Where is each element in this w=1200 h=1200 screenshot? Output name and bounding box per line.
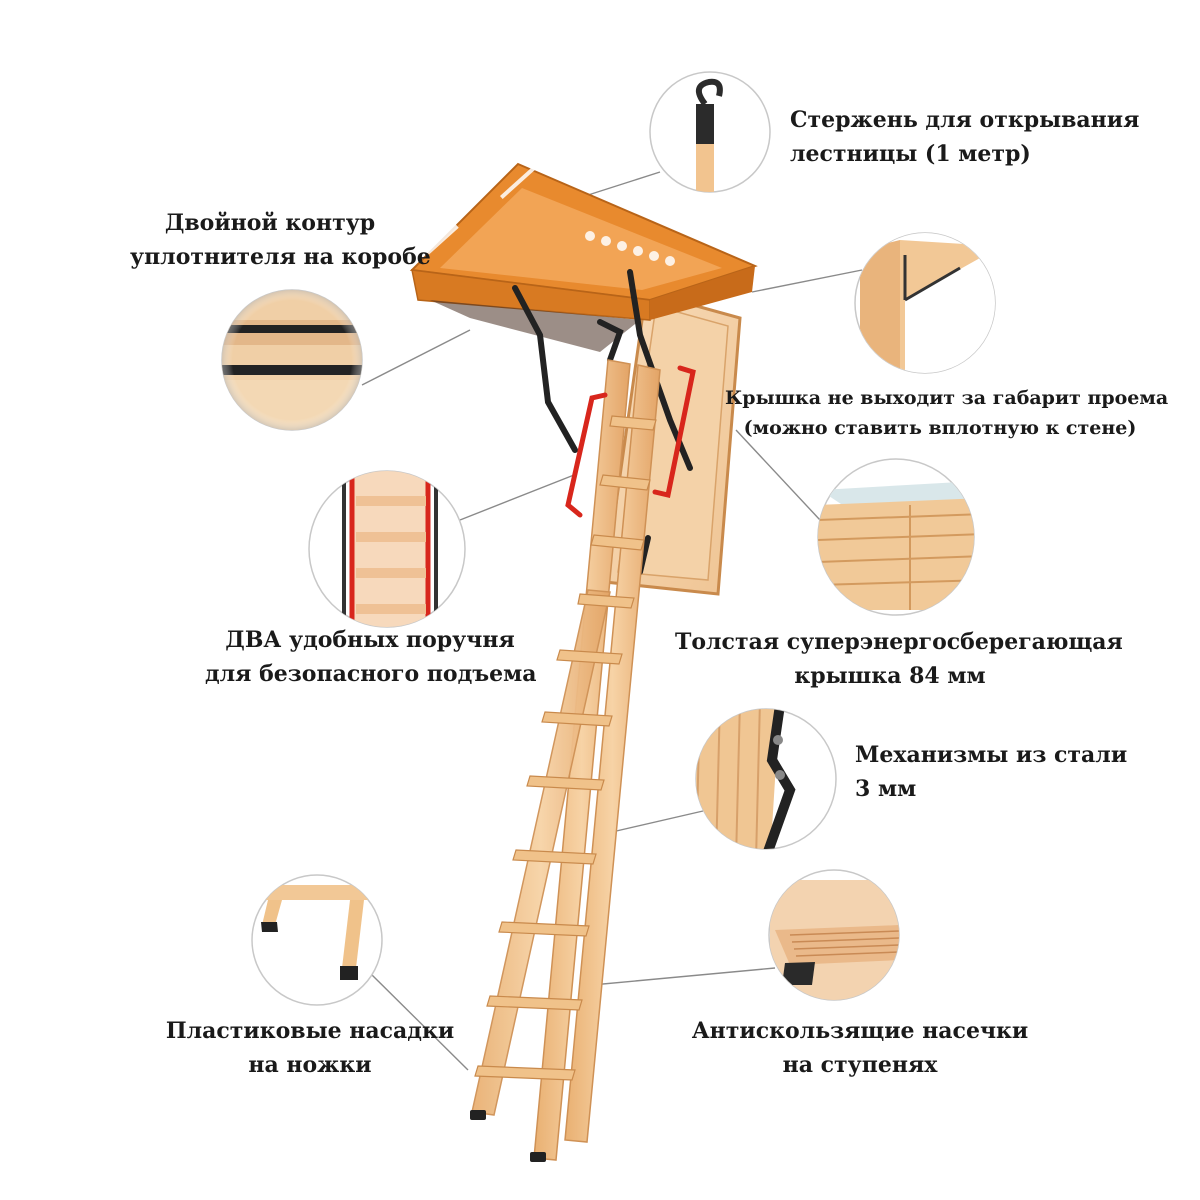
handrails [565,365,696,518]
callout-rod-line-2: лестницы (1 метр) [790,141,1031,167]
callout-antislip-line-1: Антискользящие насечки [691,1018,1029,1044]
callout-rod: Стержень для открывания лестницы (1 метр… [790,103,1139,171]
detail-circle-steel [695,708,837,850]
callout-steel-line-1: Механизмы из стали [855,742,1128,768]
callout-thick-lid-line-1: Толстая суперэнергосберегающая [675,629,1123,655]
callout-seal: Двойной контур уплотнителя на коробе [130,206,431,274]
callout-seal-line-2: уплотнителя на коробе [130,244,431,270]
callout-antislip: Антискользящие насечки на ступенях [690,1014,1030,1082]
attic-ladder [409,155,758,1162]
callout-steel-line-2: 3 мм [855,776,917,802]
detail-circle-antislip [768,869,900,1001]
callout-seal-line-1: Двойной контур [164,210,376,236]
callout-antislip-line-2: на ступенях [782,1052,938,1078]
callout-rod-line-1: Стержень для открывания [790,107,1140,133]
callout-feet: Пластиковые насадки на ножки [160,1014,460,1082]
callout-handrails-line-2: для безопасного подъема [205,661,537,687]
callout-lid-fit-line-2: (можно ставить вплотную к стене) [743,417,1137,439]
callout-thick-lid: Толстая суперэнергосберегающая крышка 84… [675,625,1123,693]
detail-circle-seal [221,289,363,431]
detail-circle-handrails [308,470,466,628]
detail-circle-thick-lid [817,458,975,616]
callout-lid-fit: Крышка не выходит за габарит проема (мож… [725,383,1169,443]
detail-circle-feet [251,874,383,1006]
callout-feet-line-1: Пластиковые насадки [165,1018,455,1044]
callout-handrails-line-1: ДВА удобных поручня [225,627,515,653]
plastic-feet [470,1110,546,1162]
callout-handrails: ДВА удобных поручня для безопасного подъ… [205,623,537,691]
detail-circle-rod [649,71,771,193]
detail-circle-lid-fit [854,232,996,374]
callout-feet-line-2: на ножки [248,1052,372,1078]
callout-steel: Механизмы из стали 3 мм [855,738,1127,806]
ceiling-box-inner [440,188,722,290]
ladder-steps [474,415,657,1081]
callout-lid-fit-line-1: Крышка не выходит за габарит проема [725,387,1169,409]
ceiling-box-side [650,266,755,320]
leader-lines [361,171,863,1071]
callout-thick-lid-line-2: крышка 84 мм [794,663,986,689]
